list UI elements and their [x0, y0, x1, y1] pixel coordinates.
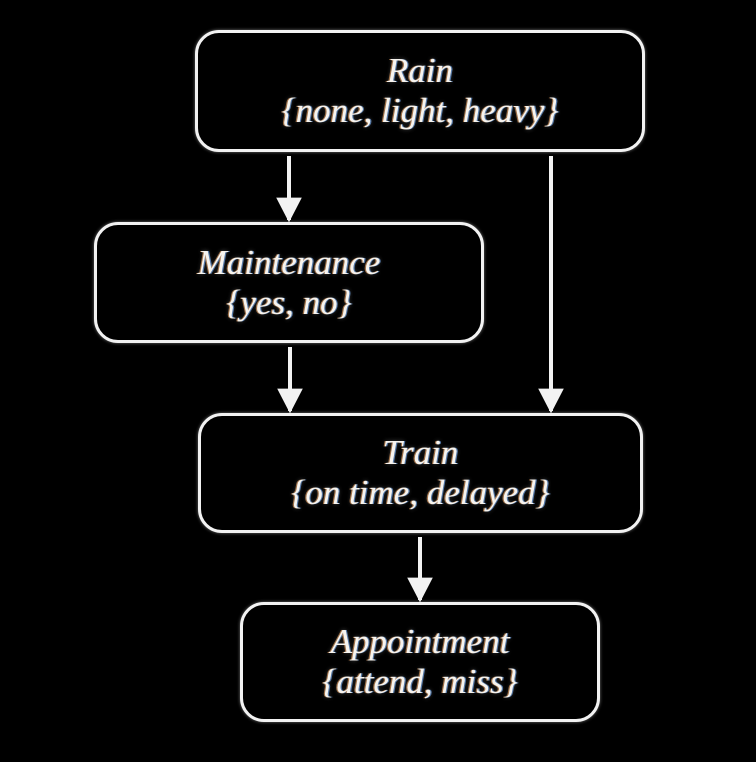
node-appointment[interactable]: Appointment {attend, miss} — [240, 602, 600, 722]
node-train-states: {on time, delayed} — [291, 473, 550, 512]
node-maintenance-states: {yes, no} — [226, 282, 352, 322]
node-appointment-states: {attend, miss} — [322, 662, 518, 701]
node-train-label: Train — [382, 433, 459, 473]
node-train[interactable]: Train {on time, delayed} — [198, 413, 643, 533]
node-rain[interactable]: Rain {none, light, heavy} — [195, 30, 645, 152]
node-rain-states: {none, light, heavy} — [281, 91, 559, 130]
node-maintenance-label: Maintenance — [197, 242, 381, 282]
node-maintenance[interactable]: Maintenance {yes, no} — [94, 222, 484, 343]
node-rain-label: Rain — [386, 51, 454, 91]
node-appointment-label: Appointment — [330, 622, 510, 662]
